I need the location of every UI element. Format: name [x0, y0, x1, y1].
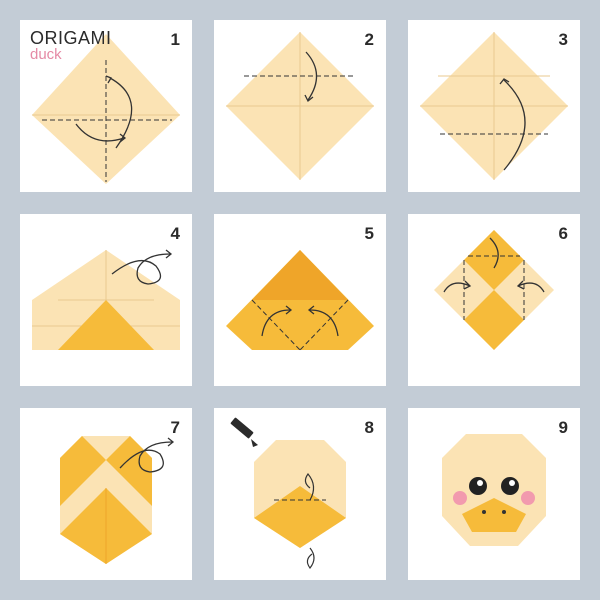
nostril: [482, 510, 486, 514]
paper-orange-shade: [252, 250, 348, 300]
arrowhead: [499, 78, 510, 85]
step-2-panel: 2: [214, 20, 386, 192]
step-number: 4: [170, 224, 180, 243]
step-1-illustration: [32, 34, 180, 184]
left-eye-icon: [469, 477, 487, 495]
flip-over-arrow-icon: [111, 253, 171, 285]
pencil-icon: [230, 417, 258, 447]
flip-over-arrow-icon: [119, 441, 173, 473]
fold-arrow-icon: [306, 547, 315, 569]
step-6-illustration: [434, 230, 554, 350]
arrowhead: [285, 305, 293, 315]
arrowhead: [165, 249, 173, 259]
step-number: 5: [364, 224, 374, 243]
fold-arrow-icon: [261, 309, 291, 337]
page-title: ORIGAMI: [30, 28, 112, 48]
step-number: 7: [170, 418, 180, 437]
fold-line: [299, 299, 349, 351]
paper-orange-layer: [58, 300, 154, 350]
fold-arrow-icon: [305, 51, 318, 101]
paper-orange-bottom: [464, 290, 524, 350]
step-8-illustration: [230, 417, 346, 569]
paper-orange-beak: [254, 486, 346, 548]
paper-orange-top: [464, 230, 524, 290]
paper-orange-flap: [60, 436, 106, 506]
arrowhead: [304, 94, 314, 103]
step-1-panel: ORIGAMI duck 1: [20, 20, 192, 192]
step-3-illustration: [420, 32, 568, 180]
arrowhead: [307, 305, 315, 315]
step-9-panel: 9: [408, 408, 580, 580]
step-5-panel: 5: [214, 214, 386, 386]
arrowhead: [516, 280, 525, 290]
duck-beak: [462, 498, 526, 532]
fold-arrow-icon: [517, 282, 545, 293]
fold-arrow-icon: [489, 237, 499, 269]
step-9-illustration: [442, 434, 546, 546]
arrowhead: [105, 75, 112, 84]
step-number: 6: [558, 224, 568, 243]
arrowhead: [119, 133, 127, 143]
fold-arrow-icon: [75, 123, 125, 142]
fold-arrow-icon: [443, 282, 471, 293]
fold-arrow-icon: [304, 473, 315, 501]
step-6-panel: 6: [408, 214, 580, 386]
right-cheek: [521, 491, 535, 505]
step-5-illustration: [226, 250, 374, 351]
step-4-panel: 4: [20, 214, 192, 386]
step-7-illustration: [60, 436, 175, 564]
step-3-panel: 3: [408, 20, 580, 192]
fold-arrow-icon: [503, 79, 526, 171]
step-number: 1: [170, 30, 180, 49]
right-eye-icon: [501, 477, 519, 495]
step-number: 2: [364, 30, 374, 49]
paper-orange-flap: [106, 436, 152, 506]
step-7-panel: 7: [20, 408, 192, 580]
step-number: 8: [364, 418, 374, 437]
step-4-illustration: [32, 249, 180, 350]
arrowhead: [167, 437, 175, 447]
step-number: 9: [558, 418, 568, 437]
left-cheek: [453, 491, 467, 505]
fold-line: [251, 299, 301, 351]
step-8-panel: 8: [214, 408, 386, 580]
arrowhead: [463, 280, 472, 290]
nostril: [502, 510, 506, 514]
fold-arrow-icon: [309, 309, 339, 337]
step-number: 3: [558, 30, 568, 49]
page-subtitle: duck: [30, 46, 62, 63]
step-2-illustration: [226, 32, 374, 180]
